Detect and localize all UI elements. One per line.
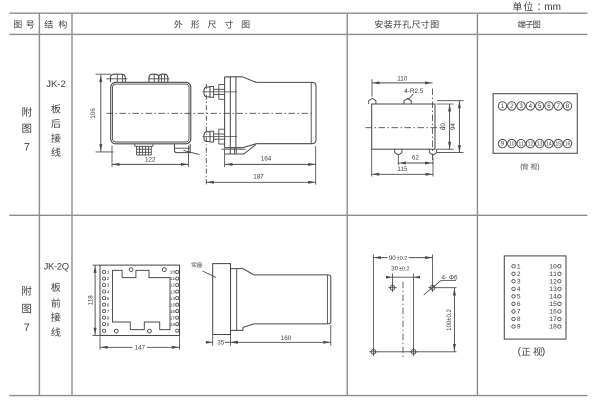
svg-text:4: 4 (517, 286, 521, 293)
svg-text:80: 80 (440, 123, 447, 131)
svg-text:(: ( (520, 164, 523, 171)
svg-text:7: 7 (24, 322, 30, 334)
svg-text:mm: mm (544, 2, 561, 13)
svg-text:11: 11 (549, 271, 557, 278)
svg-text:15: 15 (555, 142, 561, 148)
svg-text:18: 18 (170, 322, 176, 328)
svg-text:14: 14 (546, 142, 552, 148)
svg-text:17: 17 (549, 316, 557, 323)
svg-text:15: 15 (170, 302, 176, 308)
svg-text:): ) (542, 347, 545, 358)
svg-text:35: 35 (217, 340, 225, 347)
svg-text:15: 15 (549, 301, 557, 308)
svg-text:106: 106 (90, 108, 97, 119)
svg-text:10: 10 (170, 270, 176, 276)
svg-text:2: 2 (510, 103, 514, 110)
svg-text:(: ( (518, 347, 522, 358)
svg-text:6: 6 (107, 302, 110, 308)
svg-text:12: 12 (528, 142, 534, 148)
svg-text:16: 16 (549, 309, 557, 316)
svg-text:160: 160 (281, 335, 292, 342)
svg-text:12: 12 (170, 283, 176, 289)
svg-text:115: 115 (397, 166, 408, 173)
svg-text:8: 8 (517, 316, 521, 323)
svg-text:6: 6 (517, 301, 521, 308)
svg-text:16: 16 (565, 142, 571, 148)
svg-text:14: 14 (170, 296, 176, 302)
svg-text:13: 13 (170, 289, 176, 295)
svg-text:9: 9 (501, 141, 505, 148)
svg-text:118: 118 (88, 295, 95, 306)
svg-text:2: 2 (517, 271, 521, 278)
svg-text:12: 12 (549, 278, 557, 285)
svg-text:Φ6: Φ6 (449, 275, 458, 282)
svg-text:3: 3 (107, 283, 110, 289)
svg-text:7: 7 (557, 103, 561, 110)
svg-text:4-: 4- (442, 275, 448, 282)
svg-text:11: 11 (518, 142, 523, 148)
svg-text:94: 94 (450, 123, 457, 131)
svg-text:62: 62 (412, 155, 420, 162)
svg-text:3: 3 (519, 103, 523, 110)
svg-text:9: 9 (517, 324, 521, 331)
svg-text:±0.2: ±0.2 (397, 256, 407, 262)
svg-text:5: 5 (107, 296, 110, 302)
svg-text:147: 147 (134, 345, 145, 352)
svg-text:17: 17 (170, 315, 176, 321)
svg-text:8: 8 (107, 315, 110, 321)
svg-text:5: 5 (538, 103, 542, 110)
svg-text:10: 10 (509, 142, 515, 148)
svg-text:：: ： (537, 2, 547, 13)
svg-text:JK-2: JK-2 (46, 79, 66, 90)
svg-text:10: 10 (549, 263, 557, 270)
svg-text:2: 2 (107, 276, 110, 282)
svg-text:4: 4 (107, 289, 110, 295)
svg-text:1: 1 (107, 270, 110, 276)
svg-text:): ) (537, 164, 539, 171)
svg-text:100±0.2: 100±0.2 (447, 309, 453, 331)
svg-text:1: 1 (501, 103, 505, 110)
svg-text:1: 1 (517, 263, 521, 270)
svg-text:187: 187 (253, 174, 264, 181)
svg-text:16: 16 (170, 309, 176, 315)
svg-text:6: 6 (547, 103, 551, 110)
svg-text:7: 7 (24, 142, 30, 154)
svg-text:±0.2: ±0.2 (399, 267, 409, 273)
svg-text:7: 7 (517, 309, 521, 316)
svg-text:90: 90 (389, 255, 397, 262)
svg-text:18: 18 (549, 324, 557, 331)
svg-text:4-R2.5: 4-R2.5 (404, 88, 423, 95)
svg-text:3: 3 (517, 278, 521, 285)
svg-text:164: 164 (261, 156, 272, 163)
svg-text:JK-2Q: JK-2Q (44, 261, 69, 272)
svg-text:13: 13 (549, 286, 557, 293)
svg-text:13: 13 (537, 142, 543, 148)
svg-text:5: 5 (517, 294, 521, 301)
svg-text:11: 11 (170, 276, 176, 282)
svg-text:30: 30 (391, 266, 399, 273)
svg-text:9: 9 (107, 322, 110, 328)
svg-text:122: 122 (145, 157, 156, 164)
svg-text:110: 110 (397, 76, 408, 83)
svg-text:14: 14 (549, 294, 557, 301)
svg-text:8: 8 (566, 103, 570, 110)
svg-text:7: 7 (107, 309, 110, 315)
svg-text:4: 4 (529, 103, 533, 110)
